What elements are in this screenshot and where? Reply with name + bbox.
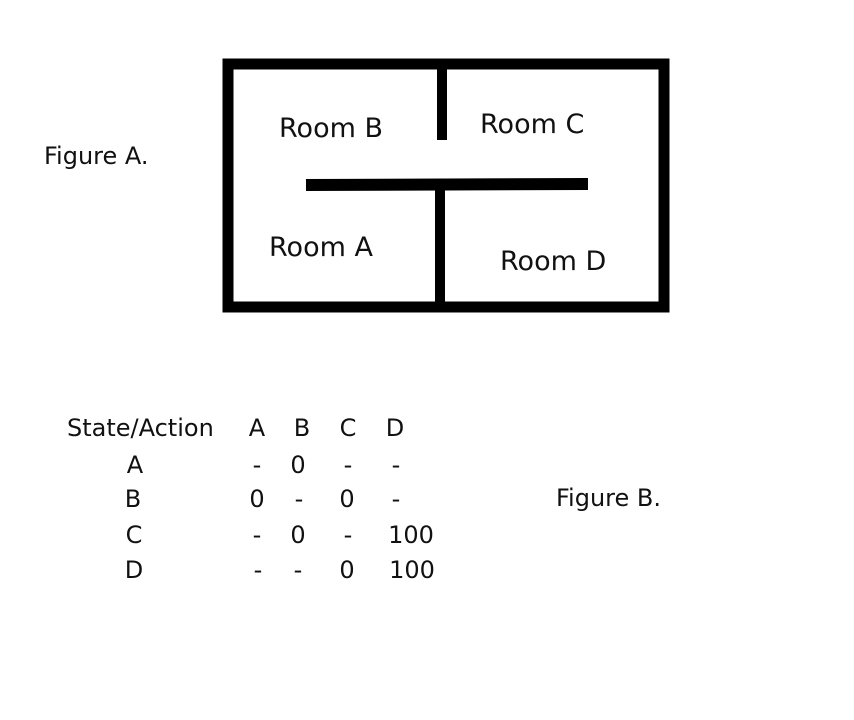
table-cell: 0 — [339, 556, 355, 584]
table-cell: - — [293, 556, 303, 584]
table-cell: 0 — [290, 521, 306, 549]
table-cell: - — [253, 556, 263, 584]
table-cell: 100 — [388, 521, 434, 549]
table-corner-header: State/Action — [67, 414, 214, 442]
room-b-label: Room B — [279, 113, 383, 144]
table-cell: - — [391, 451, 401, 479]
room-d-label: Room D — [500, 246, 606, 277]
table-cell: - — [343, 521, 353, 549]
room-a-label: Room A — [269, 232, 373, 263]
table-cell: 100 — [389, 556, 435, 584]
partition-wall-horizontal — [305, 178, 589, 191]
row-label-d: D — [124, 556, 144, 584]
table-cell: 0 — [290, 451, 306, 479]
table-cell: - — [252, 521, 262, 549]
row-label-a: A — [126, 451, 144, 479]
table-cell: - — [252, 451, 262, 479]
figure-a-caption: Figure A. — [44, 142, 149, 170]
column-header-d: D — [385, 414, 405, 442]
table-cell: - — [391, 485, 401, 513]
table-cell: 0 — [339, 485, 355, 513]
room-c-label: Room C — [480, 109, 584, 140]
table-cell: - — [343, 451, 353, 479]
table-cell: - — [294, 485, 304, 513]
row-label-c: C — [125, 521, 143, 549]
column-header-b: B — [293, 414, 311, 442]
row-label-b: B — [124, 485, 142, 513]
table-cell: 0 — [249, 485, 265, 513]
column-header-a: A — [248, 414, 266, 442]
column-header-c: C — [339, 414, 357, 442]
figure-b-caption: Figure B. — [556, 484, 661, 512]
